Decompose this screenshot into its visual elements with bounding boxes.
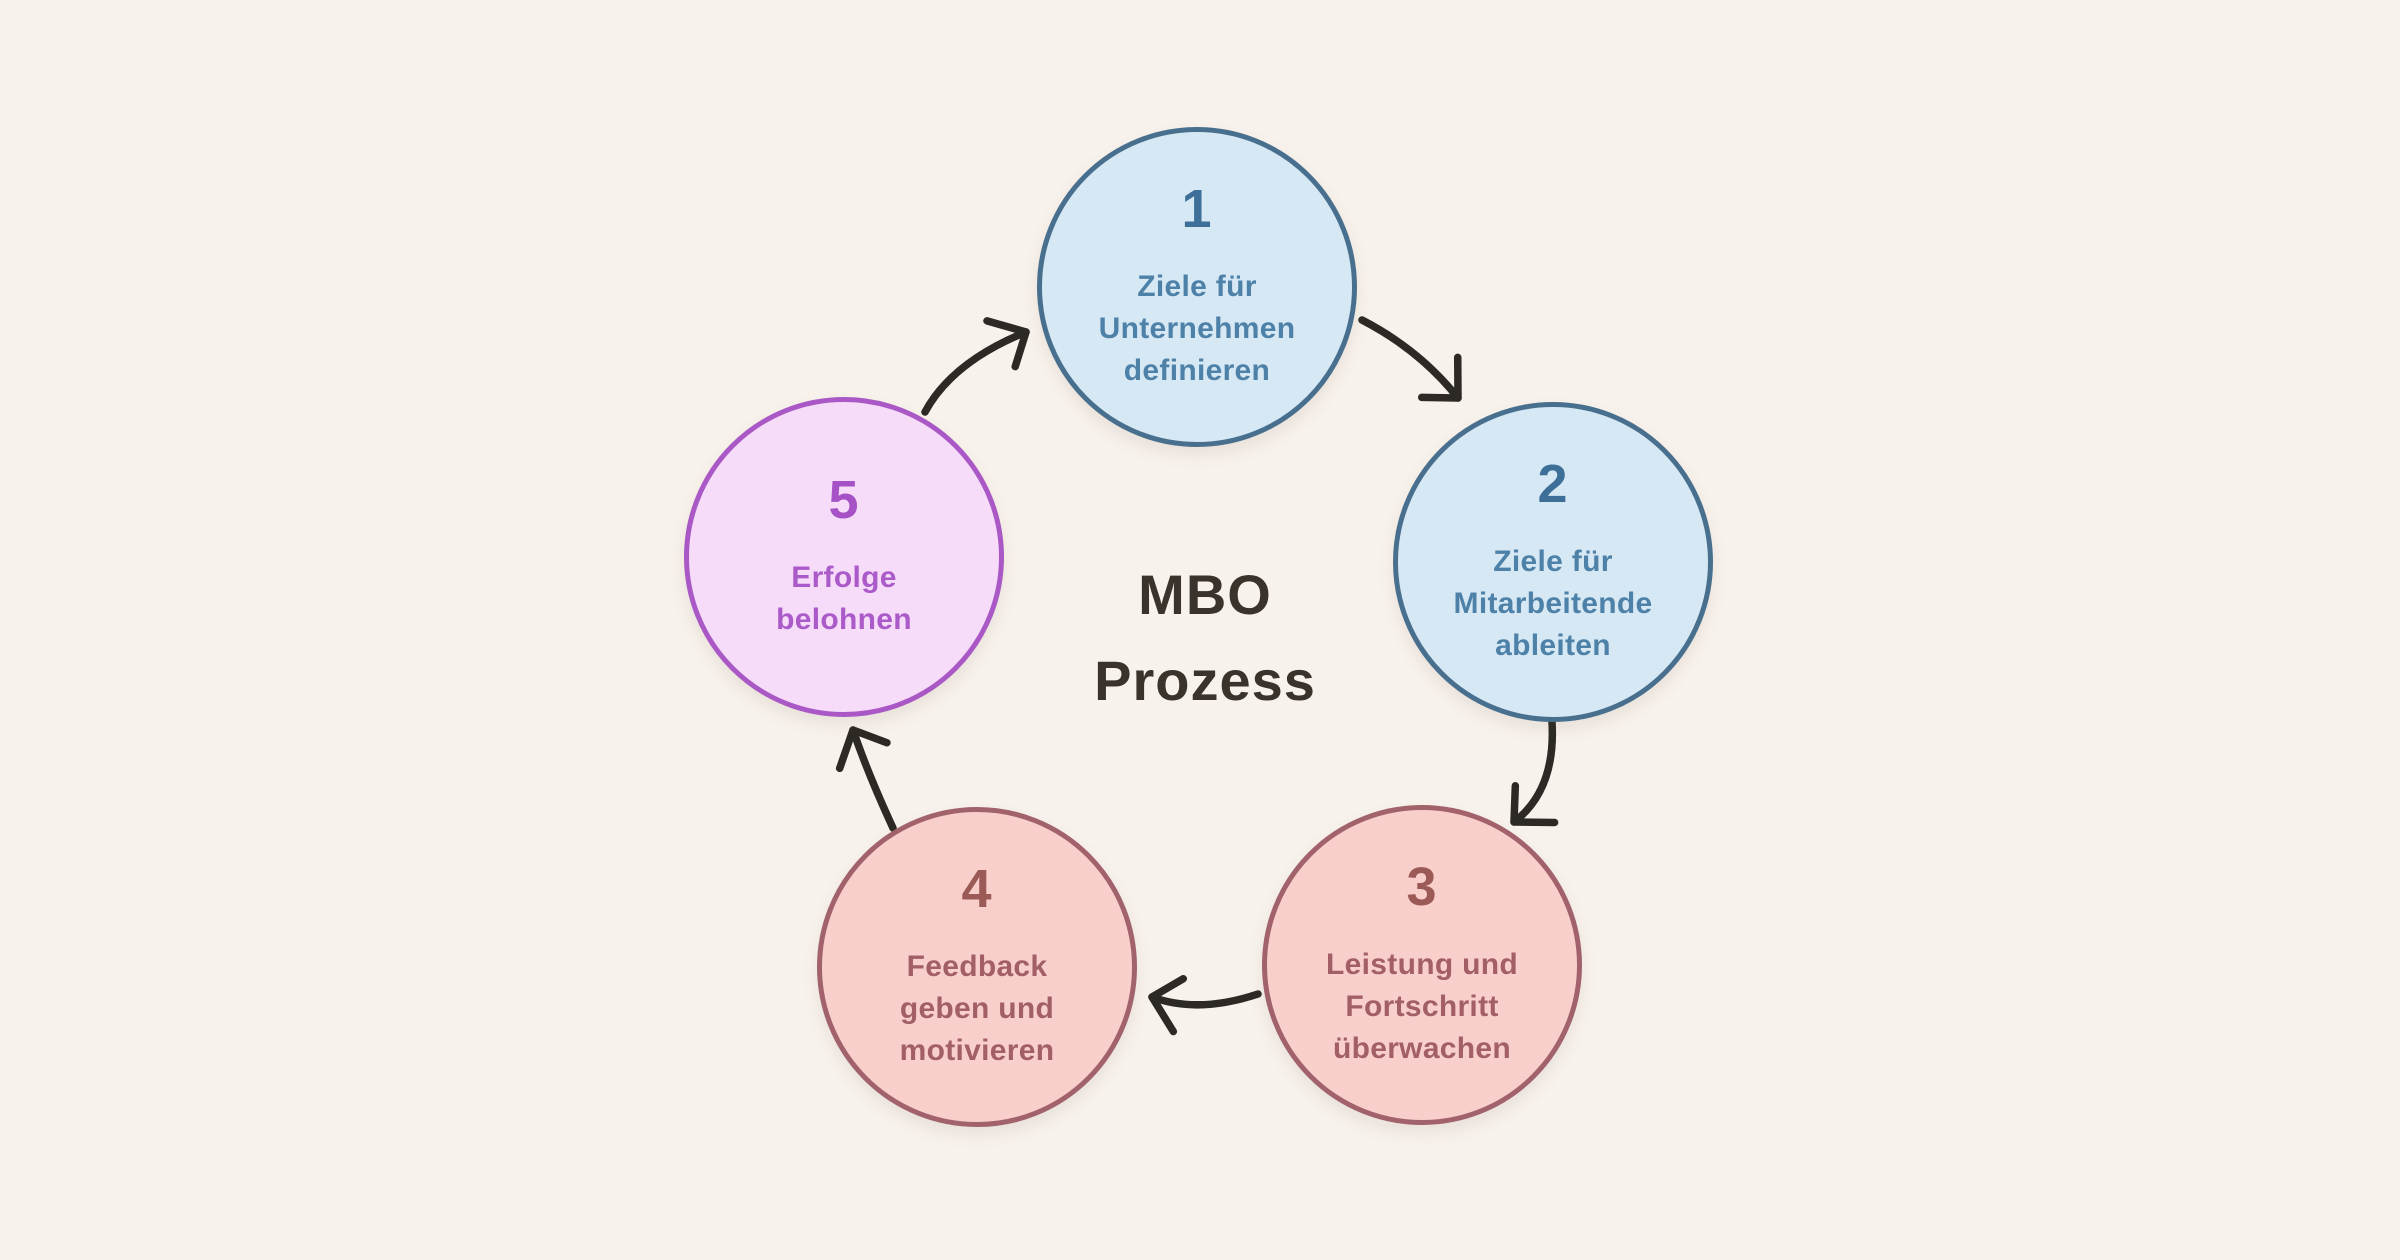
step-circle-2: 2 Ziele für Mitarbeitende ableiten [1393, 402, 1713, 722]
step-number: 5 [828, 470, 860, 530]
step-label: Ziele für Unternehmen definieren [1098, 270, 1296, 387]
arrow-5-to-1 [921, 317, 1030, 416]
arrow-2-to-3 [1510, 718, 1559, 827]
arrow-1-to-2 [1358, 316, 1462, 402]
step-number: 2 [1537, 454, 1569, 514]
arrow-4-to-5 [835, 726, 897, 832]
step-label: Leistung und Fortschritt überwachen [1326, 948, 1518, 1065]
step-circle-1: 1 Ziele für Unternehmen definieren [1037, 127, 1357, 447]
step-number: 3 [1406, 857, 1438, 917]
step-circle-4: 4 Feedback geben und motivieren [817, 807, 1137, 1127]
step-label: Feedback geben und motivieren [899, 950, 1055, 1067]
step-number: 1 [1181, 179, 1213, 239]
arrow-3-to-4 [1148, 974, 1262, 1036]
step-circle-3: 3 Leistung und Fortschritt überwachen [1262, 805, 1582, 1125]
step-circle-5: 5 Erfolge belohnen [684, 397, 1004, 717]
step-label: Ziele für Mitarbeitende ableiten [1453, 545, 1653, 662]
diagram-title: MBO Prozess [1094, 563, 1316, 712]
step-label: Erfolge belohnen [776, 561, 912, 636]
step-number: 4 [961, 859, 993, 919]
